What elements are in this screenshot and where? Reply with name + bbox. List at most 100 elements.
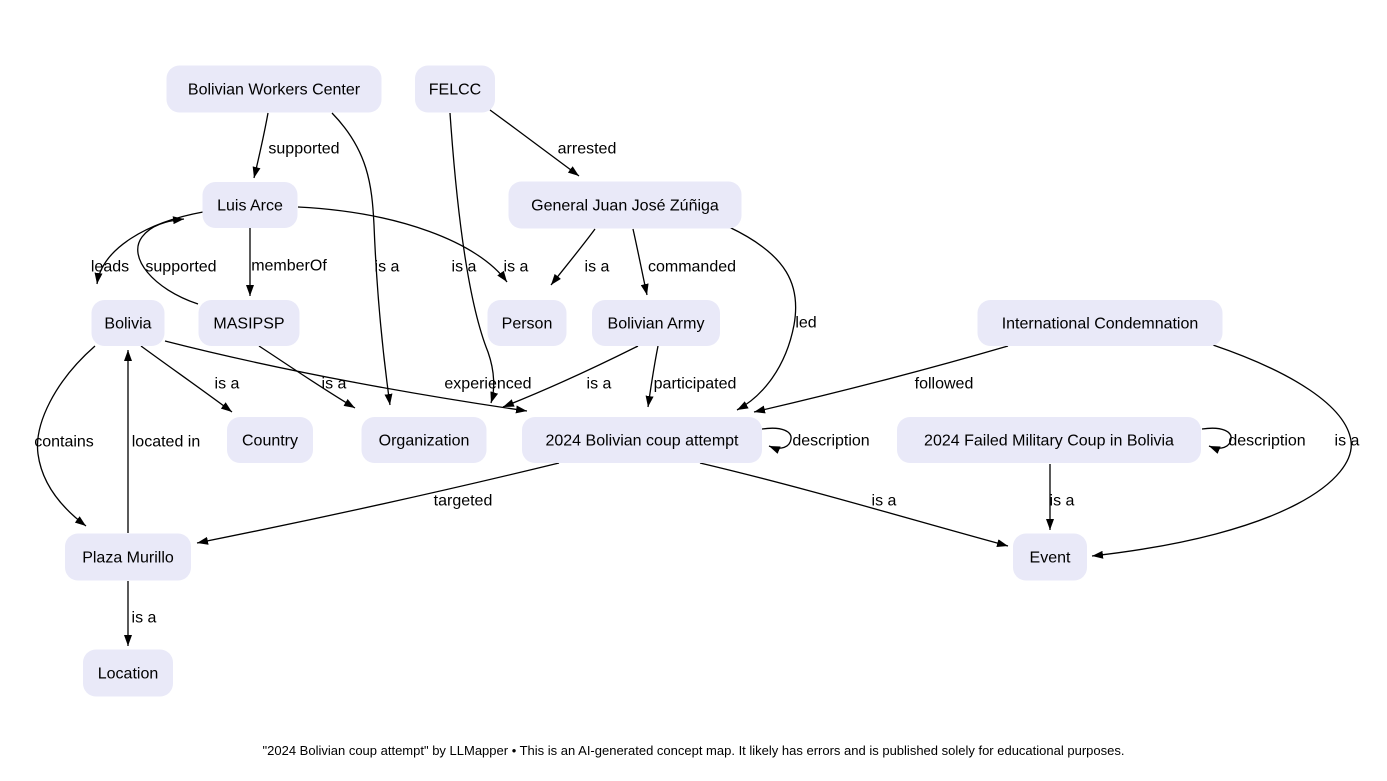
node-label-bwc: Bolivian Workers Center — [188, 82, 361, 99]
node-label-ic: International Condemnation — [1002, 316, 1199, 333]
node-box-felcc — [415, 65, 495, 113]
edge-zuniga-person — [550, 228, 596, 286]
node-bolivia: Bolivia — [91, 300, 165, 346]
edge-label-zuniga-coup: led — [795, 315, 816, 332]
node-box-country — [227, 417, 313, 463]
node-country: Country — [227, 417, 313, 463]
edge-label-failed-event: is a — [1050, 493, 1075, 510]
edge-label-luis-bolivia: leads — [91, 259, 129, 276]
nodes-layer: Bolivian Workers Center FELCC Luis Arce Gen… — [65, 65, 1223, 697]
node-box-zuniga — [508, 181, 742, 229]
edge-label-masipsp-luis: supported — [145, 259, 216, 276]
node-location: Location — [83, 649, 173, 697]
node-bwc: Bolivian Workers Center — [166, 65, 382, 113]
node-box-bwc — [166, 65, 382, 113]
node-army: Bolivian Army — [592, 300, 720, 346]
edge-bwc-org — [331, 112, 393, 406]
node-label-failed: 2024 Failed Military Coup in Bolivia — [924, 433, 1174, 450]
node-label-org: Organization — [379, 433, 470, 450]
edge-ic-coup — [753, 345, 1009, 414]
edge-label-masipsp-org: is a — [322, 376, 347, 393]
node-label-plaza: Plaza Murillo — [82, 550, 174, 567]
node-zuniga: General Juan José Zúñiga — [508, 181, 742, 229]
edge-label-army-org: is a — [587, 376, 612, 393]
edge-bwc-luis — [252, 112, 269, 179]
edge-label-coup-event: is a — [872, 493, 897, 510]
edge-label-ic-event: is a — [1335, 433, 1360, 450]
edge-label-bwc-luis: supported — [268, 141, 339, 158]
edge-failed-failed — [1201, 427, 1232, 454]
node-label-zuniga: General Juan José Zúñiga — [531, 198, 719, 215]
node-coup: 2024 Bolivian coup attempt — [522, 417, 762, 463]
edge-luis-person — [297, 206, 508, 283]
edge-bolivia-country — [140, 345, 233, 413]
edge-masipsp-org — [258, 345, 356, 409]
node-box-failed — [897, 417, 1201, 463]
edge-masipsp-luis — [137, 216, 199, 305]
edge-label-coup-coup: description — [792, 433, 869, 450]
edge-label-plaza-bolivia: located in — [132, 434, 201, 451]
node-failed: 2024 Failed Military Coup in Bolivia — [897, 417, 1201, 463]
node-label-coup: 2024 Bolivian coup attempt — [545, 433, 739, 450]
node-box-army — [592, 300, 720, 346]
node-box-bolivia — [91, 300, 165, 346]
node-box-org — [361, 417, 487, 463]
node-felcc: FELCC — [415, 65, 495, 113]
node-label-felcc: FELCC — [429, 82, 481, 99]
edge-zuniga-coup — [728, 226, 797, 411]
edge-label-ic-coup: followed — [915, 376, 974, 393]
node-box-coup — [522, 417, 762, 463]
edge-ic-event — [1091, 344, 1352, 559]
edge-coup-coup — [761, 427, 792, 454]
node-box-plaza — [65, 533, 191, 581]
edge-label-felcc-zuniga: arrested — [558, 141, 617, 158]
edge-army-org — [502, 345, 639, 408]
edge-felcc-zuniga — [489, 109, 580, 177]
edge-zuniga-army — [632, 228, 649, 296]
edge-label-zuniga-person: is a — [585, 259, 610, 276]
edge-coup-event — [699, 462, 1009, 547]
edge-label-bolivia-country: is a — [215, 376, 240, 393]
edge-label-plaza-location: is a — [132, 610, 157, 627]
node-ic: International Condemnation — [977, 300, 1223, 346]
attribution-text: "2024 Bolivian coup attempt" by LLMapper… — [262, 743, 1125, 758]
node-label-luis: Luis Arce — [217, 198, 283, 215]
edge-bolivia-coup — [164, 340, 528, 414]
edge-label-luis-masipsp: memberOf — [251, 258, 327, 275]
edge-army-coup — [645, 345, 659, 408]
edge-label-bwc-org: is a — [375, 259, 400, 276]
node-event: Event — [1013, 533, 1087, 581]
edge-label-coup-plaza: targeted — [434, 493, 493, 510]
node-box-luis — [202, 182, 298, 228]
edge-label-zuniga-army: commanded — [648, 259, 736, 276]
node-org: Organization — [361, 417, 487, 463]
node-person: Person — [487, 300, 567, 346]
node-box-masipsp — [198, 300, 300, 346]
edge-labels-layer: supported is a arrested is a leads supported m… — [34, 141, 1359, 627]
edge-label-army-coup: participated — [654, 376, 737, 393]
node-box-event — [1013, 533, 1087, 581]
edge-label-luis-person: is a — [504, 259, 529, 276]
node-label-army: Bolivian Army — [608, 316, 705, 333]
edges-layer — [36, 109, 1352, 646]
node-box-person — [487, 300, 567, 346]
edge-label-bolivia-coup: experienced — [444, 376, 531, 393]
node-box-ic — [977, 300, 1223, 346]
node-masipsp: MASIPSP — [198, 300, 300, 346]
edge-label-felcc-org: is a — [452, 259, 477, 276]
edge-coup-plaza — [196, 462, 560, 545]
edge-felcc-org — [449, 112, 499, 404]
node-label-masipsp: MASIPSP — [213, 316, 284, 333]
node-label-location: Location — [98, 666, 159, 683]
edge-label-failed-failed: description — [1228, 433, 1305, 450]
edge-label-bolivia-plaza: contains — [34, 434, 94, 451]
node-box-location — [83, 649, 173, 697]
node-label-event: Event — [1030, 550, 1071, 567]
node-label-country: Country — [242, 433, 298, 450]
node-label-person: Person — [502, 316, 553, 333]
edge-bolivia-plaza — [36, 345, 96, 527]
node-label-bolivia: Bolivia — [104, 316, 151, 333]
node-luis: Luis Arce — [202, 182, 298, 228]
